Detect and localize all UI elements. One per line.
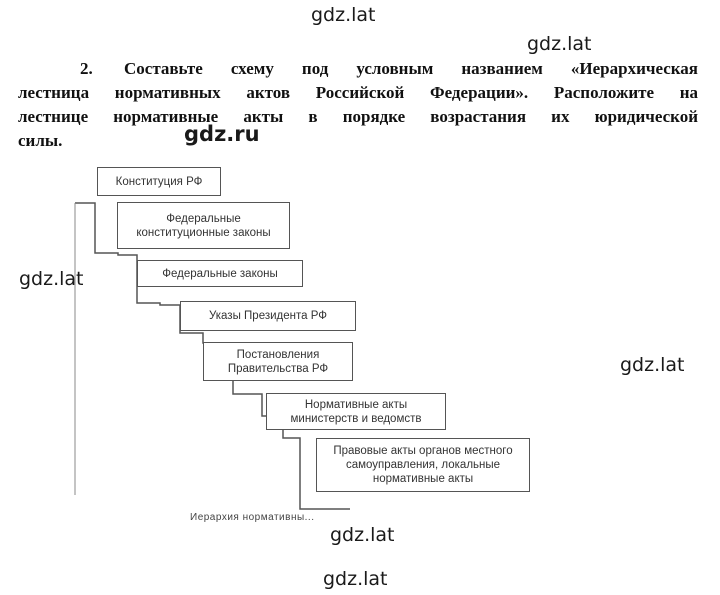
- ladder-step-line: Постановления: [236, 348, 320, 361]
- ladder-step-text: Указы Президента РФ: [209, 309, 327, 323]
- ladder-step-line: конституционные законы: [136, 226, 271, 239]
- task-line-3: лестнице нормативные акты в порядке возр…: [18, 107, 698, 126]
- watermark: gdz.lat: [527, 33, 592, 55]
- ladder-step-7: Правовые акты органов местного самоуправл…: [316, 438, 530, 492]
- ladder-step-4: Указы Президента РФ: [180, 301, 356, 331]
- task-text: 2. Составьте схему под условным названием…: [18, 57, 698, 153]
- ladder-step-line: самоуправления, локальные: [345, 459, 501, 471]
- ladder-step-1: Конституция РФ: [97, 167, 221, 196]
- ladder-step-line: Нормативные акты: [304, 398, 408, 411]
- ladder-step-line: Конституция РФ: [115, 175, 203, 188]
- ladder-step-text: Федеральные законы: [162, 267, 278, 281]
- ladder-step-line: нормативные акты: [372, 473, 474, 485]
- ladder-step-line: Правительства РФ: [227, 362, 329, 375]
- task-line-1-text: Составьте схему под условным названием «…: [124, 59, 698, 78]
- watermark: gdz.lat: [311, 4, 376, 26]
- diagram-caption: Иерархия нормативны...: [190, 512, 315, 523]
- ladder-step-text: Правовые акты органов местного самоуправл…: [333, 444, 512, 486]
- ladder-step-3: Федеральные законы: [137, 260, 303, 287]
- watermark: gdz.lat: [330, 524, 395, 546]
- task-line-2: лестница нормативных актов Российской Фе…: [18, 83, 698, 102]
- watermark: gdz.ru: [184, 122, 260, 146]
- ladder-step-line: Федеральные законы: [162, 267, 278, 280]
- task-number: 2.: [80, 59, 93, 78]
- task-line-4: силы.: [18, 131, 63, 150]
- watermark: gdz.lat: [323, 568, 388, 590]
- ladder-step-line: Правовые акты органов местного: [333, 445, 513, 457]
- watermark: gdz.lat: [19, 268, 84, 290]
- task-line-1: 2. Составьте схему под условным названием…: [18, 57, 698, 81]
- ladder-step-text: Конституция РФ: [116, 175, 203, 189]
- ladder-step-line: министерств и ведомств: [290, 412, 422, 425]
- watermark: gdz.lat: [620, 354, 685, 376]
- ladder-step-line: Указы Президента РФ: [208, 310, 328, 322]
- ladder-step-line: Федеральные: [166, 212, 241, 225]
